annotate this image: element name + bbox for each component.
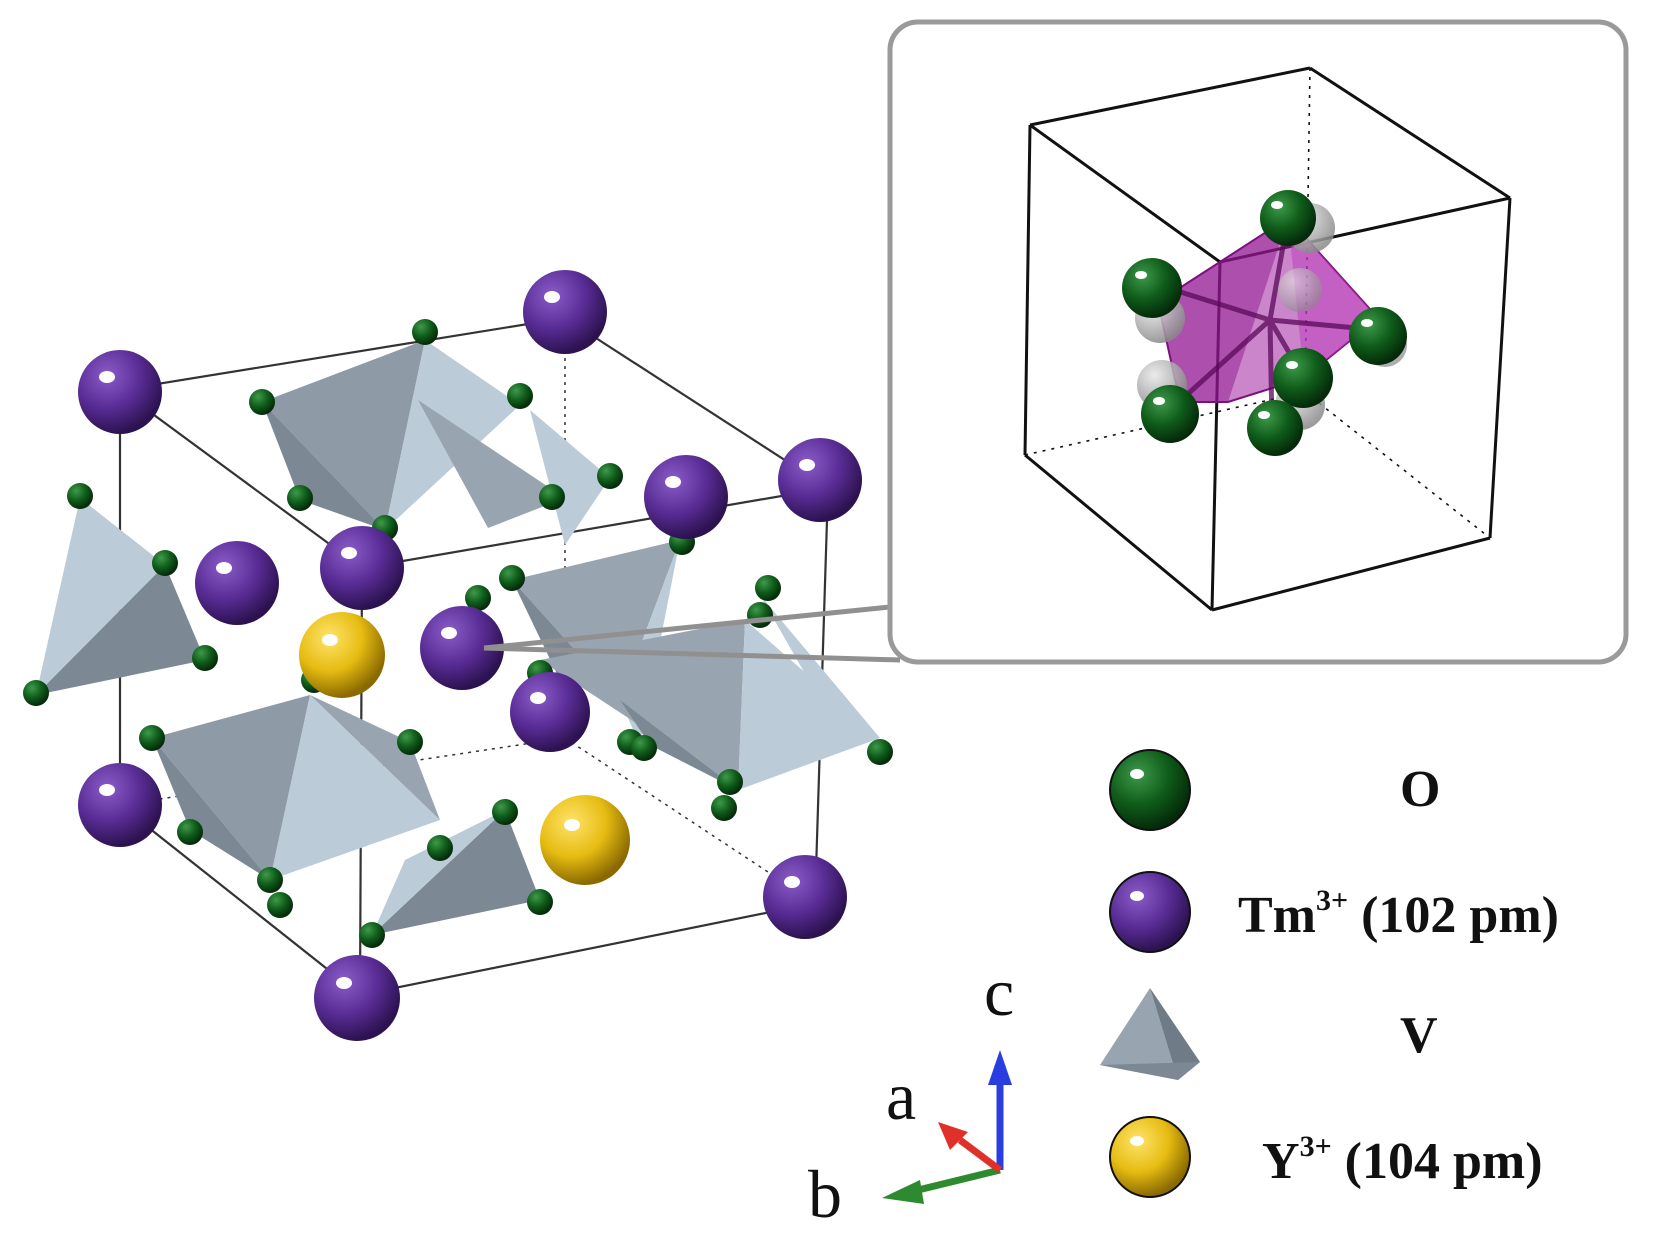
legend-symbol: Y <box>1262 1133 1300 1190</box>
vanadium-tetrahedra <box>36 340 880 935</box>
legend-label-yttrium: Y3+ (104 pm) <box>1262 1132 1543 1188</box>
yttrium-ion-icon <box>1109 1116 1191 1198</box>
legend-symbol: V <box>1400 1007 1438 1064</box>
oxygen-atom-icon <box>1109 749 1191 831</box>
axis-triad <box>882 1050 1012 1204</box>
legend-label-oxygen: O <box>1400 764 1440 816</box>
legend-radius: (104 pm) <box>1344 1133 1543 1190</box>
legend-charge: 3+ <box>1316 884 1349 917</box>
thulium-ion-icon <box>1109 871 1191 953</box>
legend-symbol: O <box>1400 761 1441 818</box>
inset-coordination-cube <box>1023 66 1512 612</box>
legend-radius: (102 pm) <box>1361 887 1559 944</box>
axis-label-a: a <box>886 1058 917 1134</box>
a-axis-arrow <box>957 1137 1003 1173</box>
yttrium-ions <box>299 612 630 885</box>
axis-label-c: c <box>984 954 1015 1030</box>
legend-charge: 3+ <box>1299 1130 1332 1163</box>
coordination-polyhedron <box>1122 190 1407 456</box>
legend-icons <box>1100 749 1200 1198</box>
thulium-ions <box>78 270 862 1041</box>
axis-label-b: b <box>808 1156 842 1232</box>
b-axis-arrow <box>909 1166 1001 1196</box>
callout-connector <box>483 604 901 663</box>
legend-label-vanadium: V <box>1400 1010 1438 1062</box>
vanadium-tetrahedron-icon <box>1100 988 1200 1080</box>
legend-label-thulium: Tm3+ (102 pm) <box>1238 886 1559 942</box>
legend-symbol: Tm <box>1238 887 1316 944</box>
